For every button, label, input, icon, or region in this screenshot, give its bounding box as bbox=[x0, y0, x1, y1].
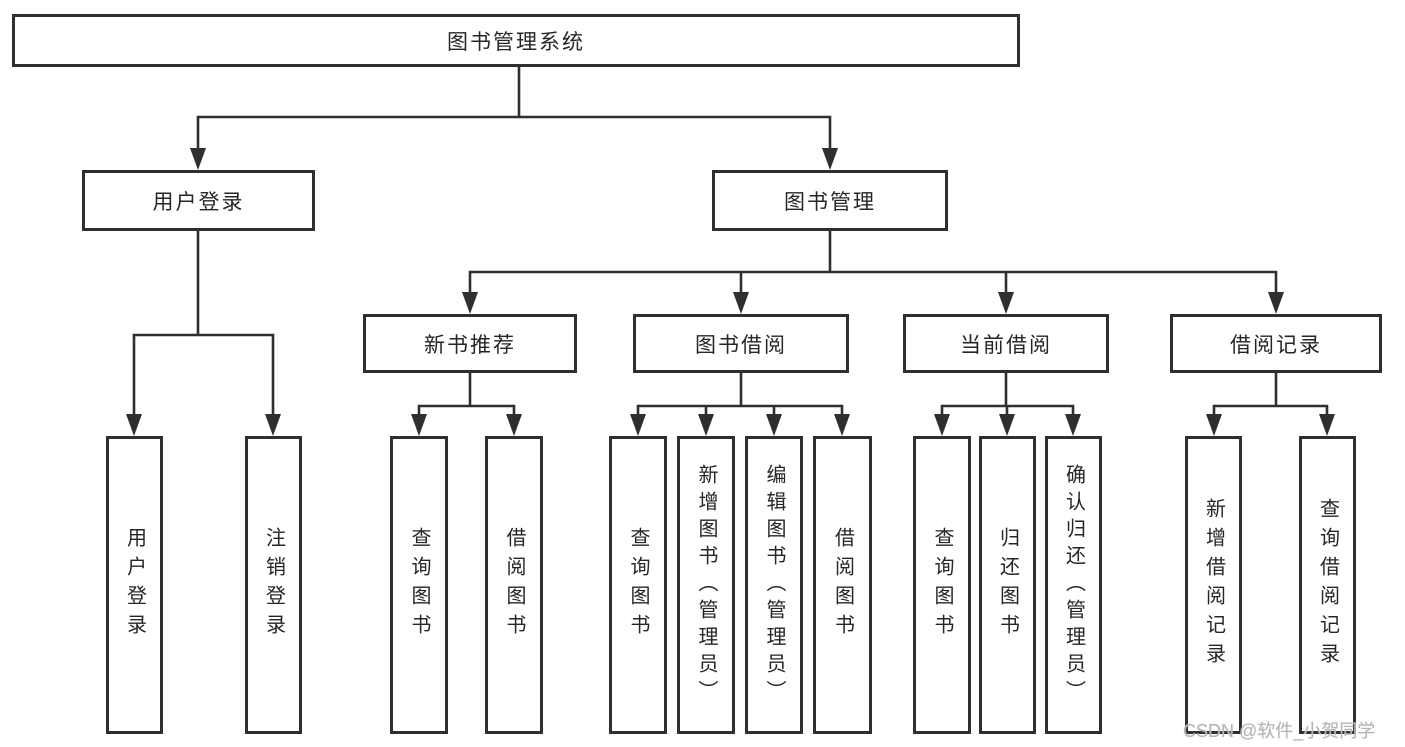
leaf-add-borrow-record: 新增借阅记录 bbox=[1185, 436, 1242, 734]
leaf-query-books-current: 查询图书 bbox=[913, 436, 971, 734]
leaf-query-borrow-record: 查询借阅记录 bbox=[1299, 436, 1356, 734]
leaf-user-login: 用户登录 bbox=[106, 436, 163, 734]
node-borrow-records: 借阅记录 bbox=[1170, 314, 1382, 373]
csdn-watermark: CSDN @软件_小贺同学 bbox=[1183, 721, 1376, 741]
node-book-management: 图书管理 bbox=[712, 170, 948, 231]
leaf-return-book: 归还图书 bbox=[979, 436, 1036, 734]
node-new-book-recommend: 新书推荐 bbox=[363, 314, 577, 373]
node-user-login: 用户登录 bbox=[82, 170, 315, 231]
leaf-confirm-return-admin: 确认归还（管理员） bbox=[1045, 436, 1102, 734]
leaf-logout: 注销登录 bbox=[245, 436, 302, 734]
leaf-query-books-borrow: 查询图书 bbox=[609, 436, 667, 734]
leaf-query-books-recommend: 查询图书 bbox=[390, 436, 448, 734]
leaf-edit-book-admin: 编辑图书（管理员） bbox=[745, 436, 803, 734]
leaf-add-book-admin: 新增图书（管理员） bbox=[677, 436, 735, 734]
node-current-borrow: 当前借阅 bbox=[903, 314, 1109, 373]
node-root-system: 图书管理系统 bbox=[12, 14, 1020, 67]
leaf-borrow-books: 借阅图书 bbox=[813, 436, 872, 734]
node-book-borrow: 图书借阅 bbox=[633, 314, 849, 373]
leaf-borrow-books-recommend: 借阅图书 bbox=[485, 436, 543, 734]
